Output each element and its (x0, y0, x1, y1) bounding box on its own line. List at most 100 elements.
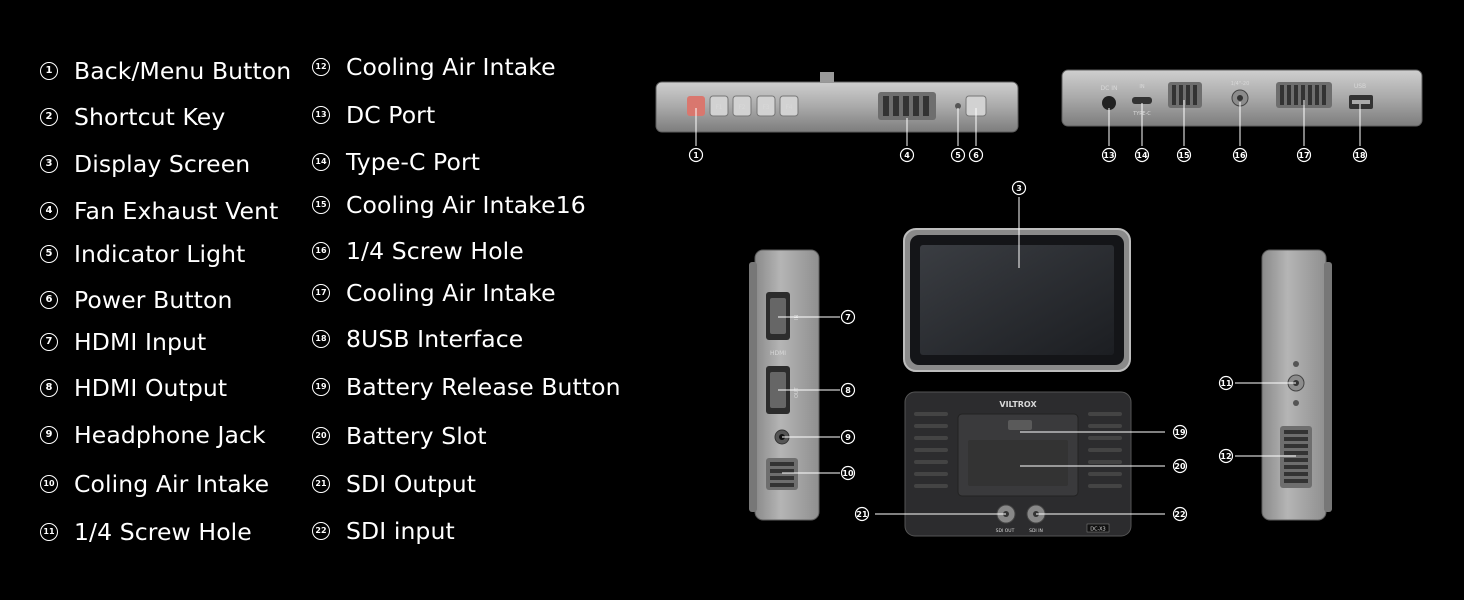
key-f4: F4 (785, 104, 792, 111)
legend-number: 13 (312, 106, 330, 124)
callout-number: 22 (1174, 510, 1185, 519)
legend-label: Cooling Air Intake (346, 279, 556, 307)
callout-number: 9 (845, 433, 851, 442)
legend-number: 6 (40, 291, 58, 309)
callout-number: 21 (856, 510, 868, 519)
legend-number: 4 (40, 202, 58, 220)
legend-label: 1/4 Screw Hole (346, 237, 524, 265)
legend-item: 17 Cooling Air Intake (312, 276, 556, 310)
callout-number: 4 (904, 151, 910, 160)
fan-exhaust-vent (878, 92, 936, 120)
callout-number: 11 (1220, 379, 1232, 388)
callout-number: 12 (1220, 452, 1231, 461)
callout-marker: 7 (840, 309, 856, 325)
legend-label: Indicator Light (74, 240, 246, 268)
sdi-in-label: SDI IN (1029, 528, 1043, 534)
dc-in-label: DC IN (1101, 85, 1118, 92)
right-side-view (1261, 249, 1332, 521)
callout-number: 7 (845, 313, 851, 322)
display-screen (920, 245, 1114, 355)
legend-number: 22 (312, 522, 330, 540)
legend-item: 3 Display Screen (40, 147, 250, 181)
legend-number: 3 (40, 155, 58, 173)
callout-number: 6 (973, 151, 979, 160)
top-view: F1 F2 F3 F4 (655, 72, 1019, 133)
callout-marker: 9 (840, 429, 856, 445)
legend-label: SDI Output (346, 470, 477, 498)
legend-label: Headphone Jack (74, 421, 266, 449)
legend-number: 10 (40, 475, 58, 493)
callout-marker: 10 (840, 465, 856, 481)
callout-marker: 13 (1101, 147, 1117, 163)
usb-label: USB (1354, 83, 1366, 90)
legend-item: 8 HDMI Output (40, 371, 227, 405)
callout-number: 8 (845, 386, 851, 395)
callout-marker: 4 (899, 147, 915, 163)
callout-number: 20 (1174, 462, 1186, 471)
legend-number: 17 (312, 284, 330, 302)
callout-number: 19 (1174, 428, 1186, 437)
legend-item: 9 Headphone Jack (40, 418, 266, 452)
front-view (903, 228, 1131, 372)
legend-number: 8 (40, 379, 58, 397)
callout-marker: 20 (1172, 458, 1188, 474)
legend-item: 6 Power Button (40, 283, 232, 317)
legend-label: HDMI Output (74, 374, 228, 402)
rear-vent-left (1168, 82, 1202, 108)
callout-number: 15 (1178, 151, 1190, 160)
callout-number: 18 (1354, 151, 1366, 160)
legend-number: 12 (312, 58, 330, 76)
rear-view: DC IN IN TYPE-C 1/4"-20 USB (1061, 69, 1423, 127)
rear-vent-right (1276, 82, 1332, 108)
callout-number: 17 (1298, 151, 1309, 160)
back-view: VILTROX SDI OUT SDI IN DC-X3 (904, 391, 1132, 537)
legend-label: Shortcut Key (74, 103, 226, 131)
screw-label: 1/4"-20 (1231, 81, 1250, 87)
callout-number: 1 (693, 151, 699, 160)
battery-release-button (1008, 420, 1032, 430)
legend-label: Power Button (74, 286, 233, 314)
callout-marker: 1 (688, 147, 704, 163)
callout-marker: 16 (1232, 147, 1248, 163)
callout-number: 10 (842, 469, 854, 478)
type-c-port (1132, 97, 1152, 104)
legend-item: 22 SDI input (312, 514, 455, 548)
callout-number: 14 (1136, 151, 1148, 160)
legend-item: 16 1/4 Screw Hole (312, 234, 524, 268)
callout-marker: 21 (854, 506, 870, 522)
callout-marker: 14 (1134, 147, 1150, 163)
legend-number: 16 (312, 242, 330, 260)
indicator-light (955, 103, 961, 109)
callout-marker: 19 (1172, 424, 1188, 440)
legend-number: 9 (40, 426, 58, 444)
legend-label: Coling Air Intake (74, 470, 270, 498)
key-f2: F2 (738, 104, 745, 111)
legend-number: 11 (40, 523, 58, 541)
key-f1: F1 (715, 104, 722, 111)
callout-lines (695, 100, 1361, 515)
legend-label: SDI input (346, 517, 455, 545)
legend-number: 14 (312, 153, 330, 171)
legend-item: 10 Coling Air Intake (40, 467, 269, 501)
model-label: DC-X3 (1090, 527, 1106, 533)
legend-item: 20 Battery Slot (312, 419, 487, 453)
in-label: IN (1139, 84, 1144, 90)
legend-label: Display Screen (74, 150, 251, 178)
legend-label: Battery Slot (346, 422, 487, 450)
legend-label: Battery Release Button (346, 373, 621, 401)
legend-item: 21 SDI Output (312, 467, 476, 501)
legend-number: 18 (312, 330, 330, 348)
side-vent-right (1280, 426, 1312, 488)
legend-number: 20 (312, 427, 330, 445)
legend-label: Cooling Air Intake16 (346, 191, 586, 219)
legend-number: 21 (312, 475, 330, 493)
legend-label: Back/Menu Button (74, 57, 292, 85)
brand-logo: VILTROX (999, 400, 1037, 409)
